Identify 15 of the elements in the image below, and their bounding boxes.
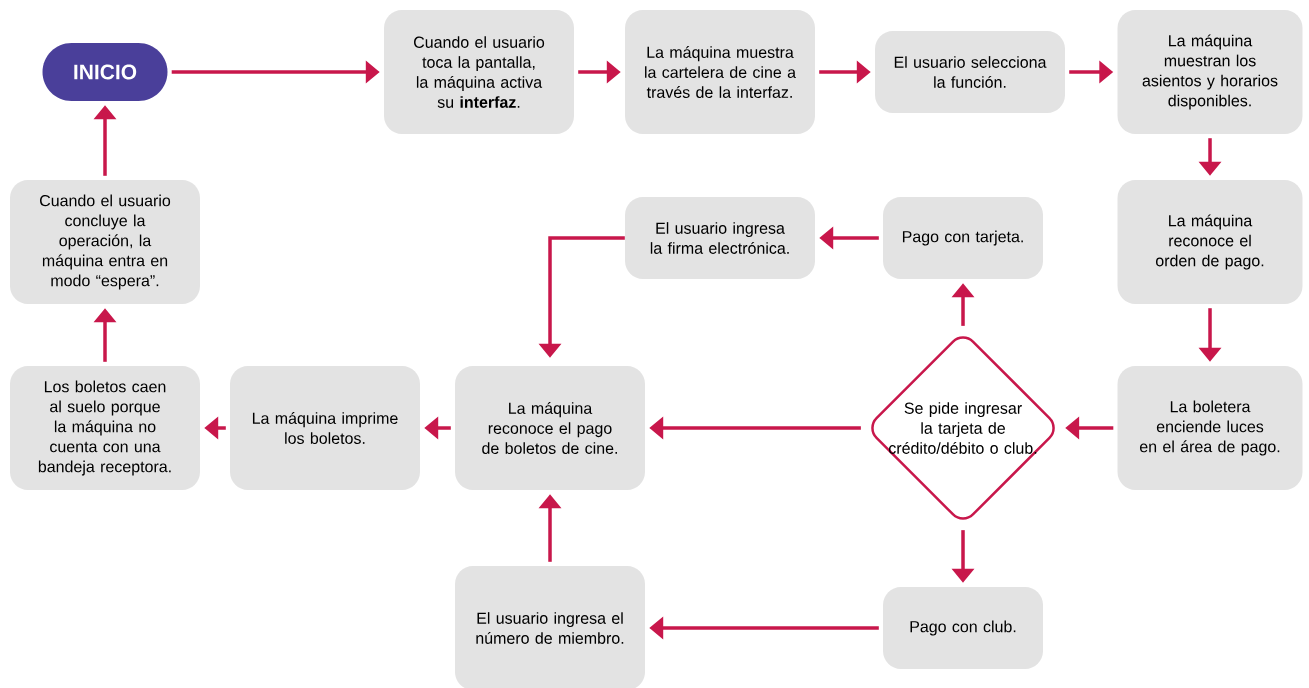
process-box: El usuario selecciona la función. [875, 31, 1065, 113]
process-box: Cuando el usuario toca la pantalla, la máquina activa su interfaz. [384, 10, 574, 134]
process-box: Cuando el usuario concluye la operación, la máquina entra en modo “espera”. [10, 180, 200, 304]
process-box: La máquina reconoce el pago de boletos de cine. [455, 366, 645, 490]
process-box: El usuario ingresa el número de miembro. [455, 566, 645, 688]
process-box: Pago con tarjeta. [883, 197, 1043, 279]
process-box: La máquina muestran los asientos y horarios disponibles. [1117, 10, 1303, 134]
process-box: Los boletos caen al suelo porque la máquina no cuenta con una bandeja receptora. [10, 366, 200, 490]
process-box: La máquina imprime los boletos. [230, 366, 420, 490]
process-box: La máquina muestra la cartelera de cine a través de la interfaz. [625, 10, 815, 134]
start-pill: INICIO [42, 43, 168, 101]
process-box: La boletera enciende luces en el área de pago. [1117, 366, 1303, 490]
process-box: Pago con club. [883, 587, 1043, 669]
process-box: El usuario ingresa la firma electrónica. [625, 197, 815, 279]
process-box: La máquina reconoce el orden de pago. [1117, 180, 1303, 304]
